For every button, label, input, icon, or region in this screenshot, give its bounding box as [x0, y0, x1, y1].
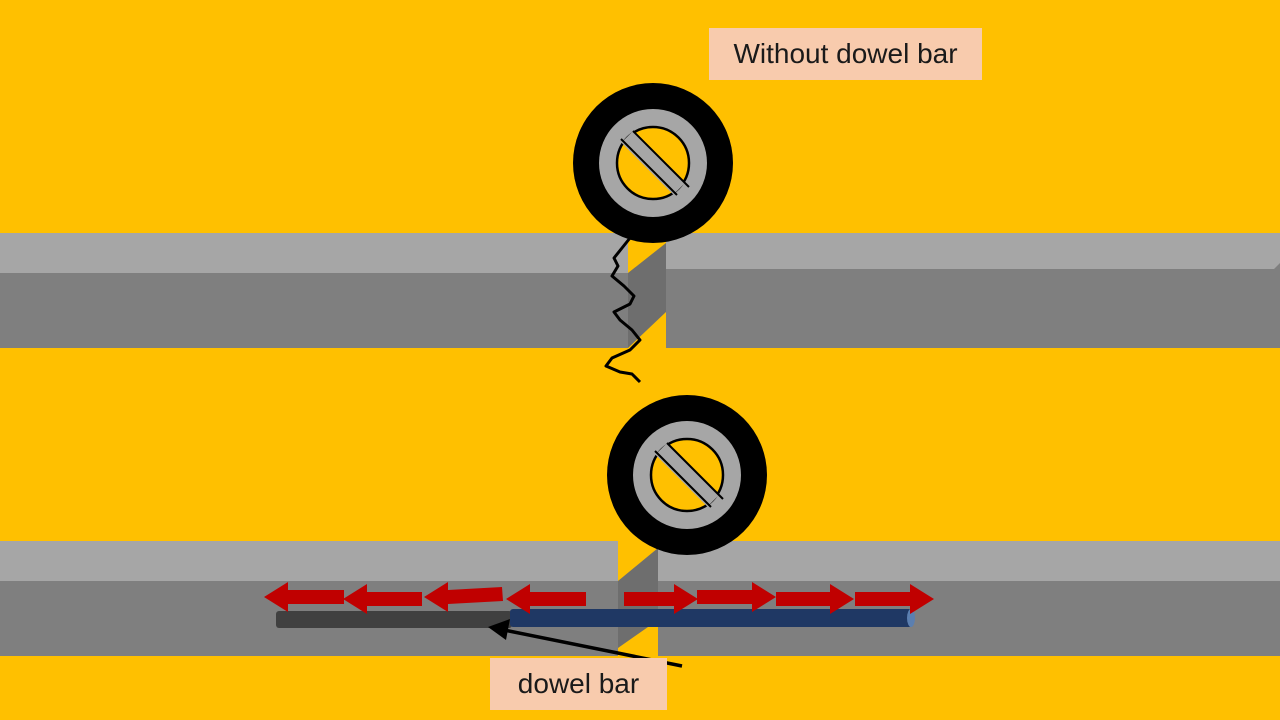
top-wheel-icon — [573, 83, 733, 243]
crack-line — [604, 237, 642, 384]
left-force-arrows — [264, 582, 586, 614]
top-right-slab-surface — [666, 233, 1280, 269]
without-dowel-label: Without dowel bar — [709, 28, 982, 80]
top-joint-face — [628, 243, 666, 348]
dowel-bar-right-half — [510, 609, 912, 627]
force-arrow-icon — [424, 582, 503, 612]
bottom-right-slab-surface — [658, 541, 1280, 581]
dowel-bar-label: dowel bar — [490, 658, 667, 710]
dowel-bar — [276, 609, 915, 628]
top-right-slab-face — [666, 263, 1280, 348]
force-arrow-icon — [506, 584, 586, 614]
top-slab-assembly — [0, 233, 1280, 384]
dowel-bar-end — [907, 609, 915, 627]
force-arrow-icon — [624, 584, 698, 614]
force-arrow-icon — [697, 582, 776, 612]
top-left-slab-surface — [0, 233, 628, 273]
bottom-wheel-icon — [607, 395, 767, 555]
force-arrow-icon — [264, 582, 344, 612]
top-left-slab-face — [0, 273, 628, 348]
force-arrow-icon — [776, 584, 854, 614]
force-arrow-icon — [343, 584, 422, 614]
right-force-arrows — [624, 582, 934, 614]
bottom-left-slab-surface — [0, 541, 618, 581]
dowel-bar-left-half — [276, 611, 512, 628]
force-arrow-icon — [855, 584, 934, 614]
